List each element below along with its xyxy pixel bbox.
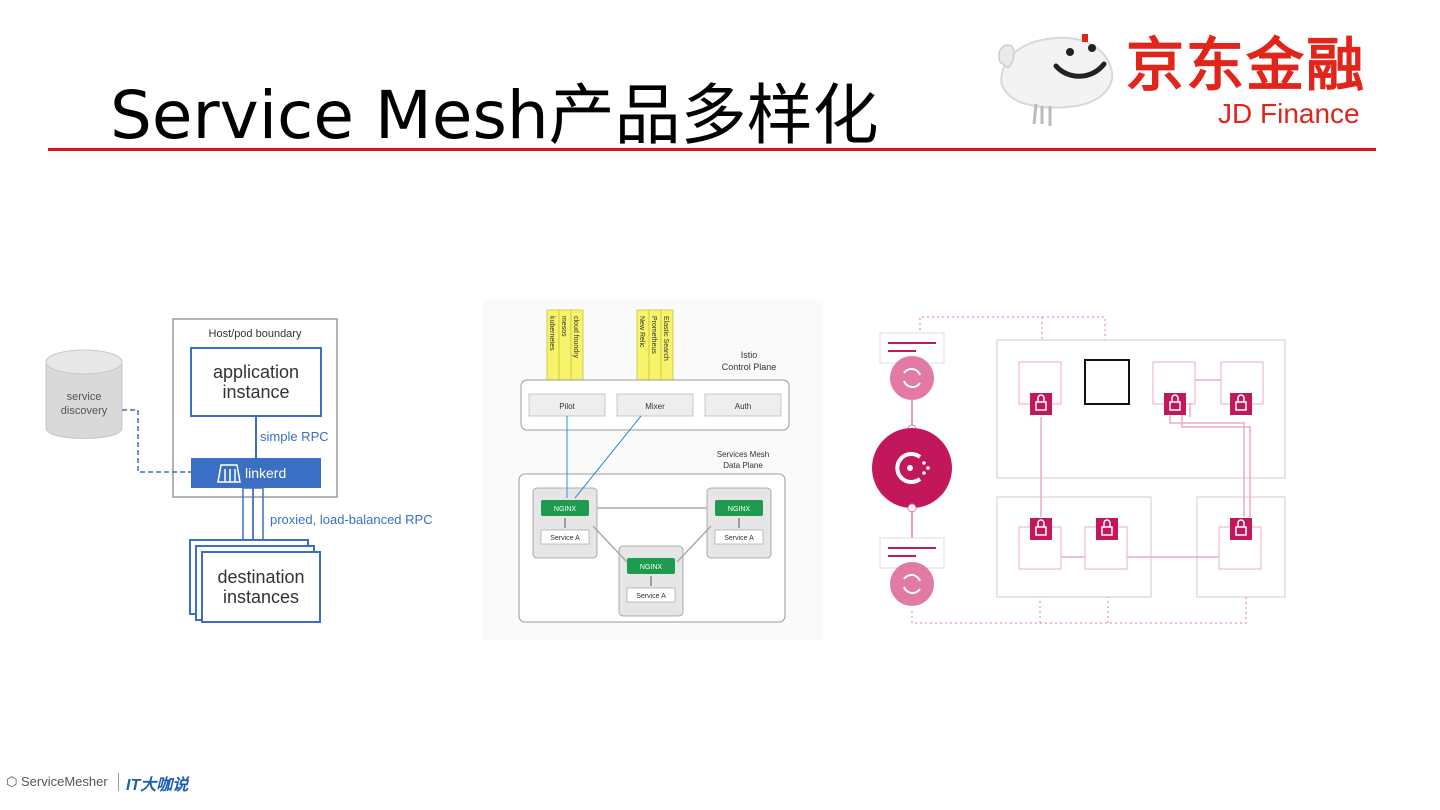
application-instance-box — [190, 347, 322, 417]
lock-icon — [1230, 518, 1252, 540]
pod-bottom — [618, 545, 684, 617]
service-discovery-database — [45, 349, 123, 439]
auth-box — [704, 393, 782, 417]
hexagon-icon: ⬡ — [6, 774, 18, 789]
proxy-to-mixer-arrow — [574, 415, 642, 499]
proxy-left-label: NGINX — [554, 506, 577, 513]
adapter-elastic-search: Elastic Search — [662, 316, 669, 361]
consul-connect-diagram — [860, 305, 1300, 635]
adapter-new-relic: New Relic — [638, 316, 645, 348]
discovery-label-line1: service — [67, 391, 102, 403]
destination-label-line2: instances — [223, 587, 299, 607]
footer-divider — [118, 773, 119, 791]
sync-icon — [890, 356, 934, 400]
unsecured-service — [1084, 359, 1130, 405]
data-plane-label-line2: Data Plane — [723, 461, 763, 470]
lock-icon — [1030, 393, 1052, 415]
adapter-mesos: mesos — [560, 316, 567, 337]
footer-brand: ⬡ ServiceMesher — [6, 774, 108, 790]
linkerd-label: linkerd — [245, 465, 286, 481]
destination-label-line1: destination — [217, 567, 304, 587]
footer: ⬡ ServiceMesher IT大咖说 — [0, 770, 260, 794]
jd-finance-logo: 京东金融 JD Finance — [996, 22, 1396, 132]
app-label-line1: application — [213, 362, 299, 382]
logo-chinese-name: 京东金融 — [1126, 31, 1367, 99]
it-daka-shuo-logo: IT大咖说 — [126, 777, 189, 794]
logo-english-name: JD Finance — [1218, 98, 1360, 129]
adapter-kubernetes: kubernetes — [548, 316, 555, 351]
lock-icon — [1030, 518, 1052, 540]
service-left-label: Service A — [550, 535, 580, 542]
linkerd-logo-icon — [217, 464, 241, 483]
lock-icon — [1096, 518, 1118, 540]
load-balanced-rpc-label: proxied, load-balanced RPC — [270, 512, 433, 527]
service-right-label: Service A — [724, 535, 754, 542]
sync-icon — [890, 562, 934, 606]
adapter-cloud-foundry: cloud foundry — [572, 316, 579, 359]
control-plane-label-line2: Control Plane — [722, 362, 777, 372]
pilot-label: Pilot — [559, 402, 575, 411]
discovery-label-line2: discovery — [61, 405, 108, 417]
proxy-right-label: NGINX — [728, 506, 751, 513]
pod-right — [706, 487, 772, 559]
control-plane-label-line1: Istio — [741, 350, 758, 360]
slide-title: Service Mesh产品多样化 — [110, 77, 879, 154]
service-bottom-label: Service A — [636, 593, 666, 600]
title-underline — [48, 148, 1376, 151]
auth-label: Auth — [735, 402, 751, 411]
simple-rpc-label: simple RPC — [260, 429, 329, 444]
istio-diagram: kubernetes mesos cloud foundry New Relic… — [483, 300, 823, 640]
linkerd-diagram: Host/pod boundary application instance s… — [40, 310, 480, 630]
boundary-label: Host/pod boundary — [209, 328, 302, 340]
lock-icon — [1164, 393, 1186, 415]
discovery-connector — [122, 409, 191, 473]
mixer-label: Mixer — [645, 402, 665, 411]
pod-left — [532, 487, 598, 559]
app-label-line2: instance — [222, 382, 289, 402]
jd-dog-mascot-icon — [998, 34, 1114, 126]
platform-adapters: kubernetes mesos cloud foundry — [546, 309, 584, 393]
servicemesher-label: ServiceMesher — [20, 774, 108, 789]
data-plane-label-line1: Services Mesh — [717, 450, 769, 459]
adapter-prometheus: Prometheus — [650, 316, 657, 354]
mixer-box — [616, 393, 694, 417]
linkerd-proxy-box — [191, 458, 321, 488]
proxy-bottom-label: NGINX — [640, 564, 663, 571]
consul-logo-icon — [872, 428, 952, 508]
destination-instances-stack — [189, 539, 321, 623]
lock-icon — [1230, 393, 1252, 415]
telemetry-adapters: New Relic Prometheus Elastic Search — [636, 309, 674, 393]
